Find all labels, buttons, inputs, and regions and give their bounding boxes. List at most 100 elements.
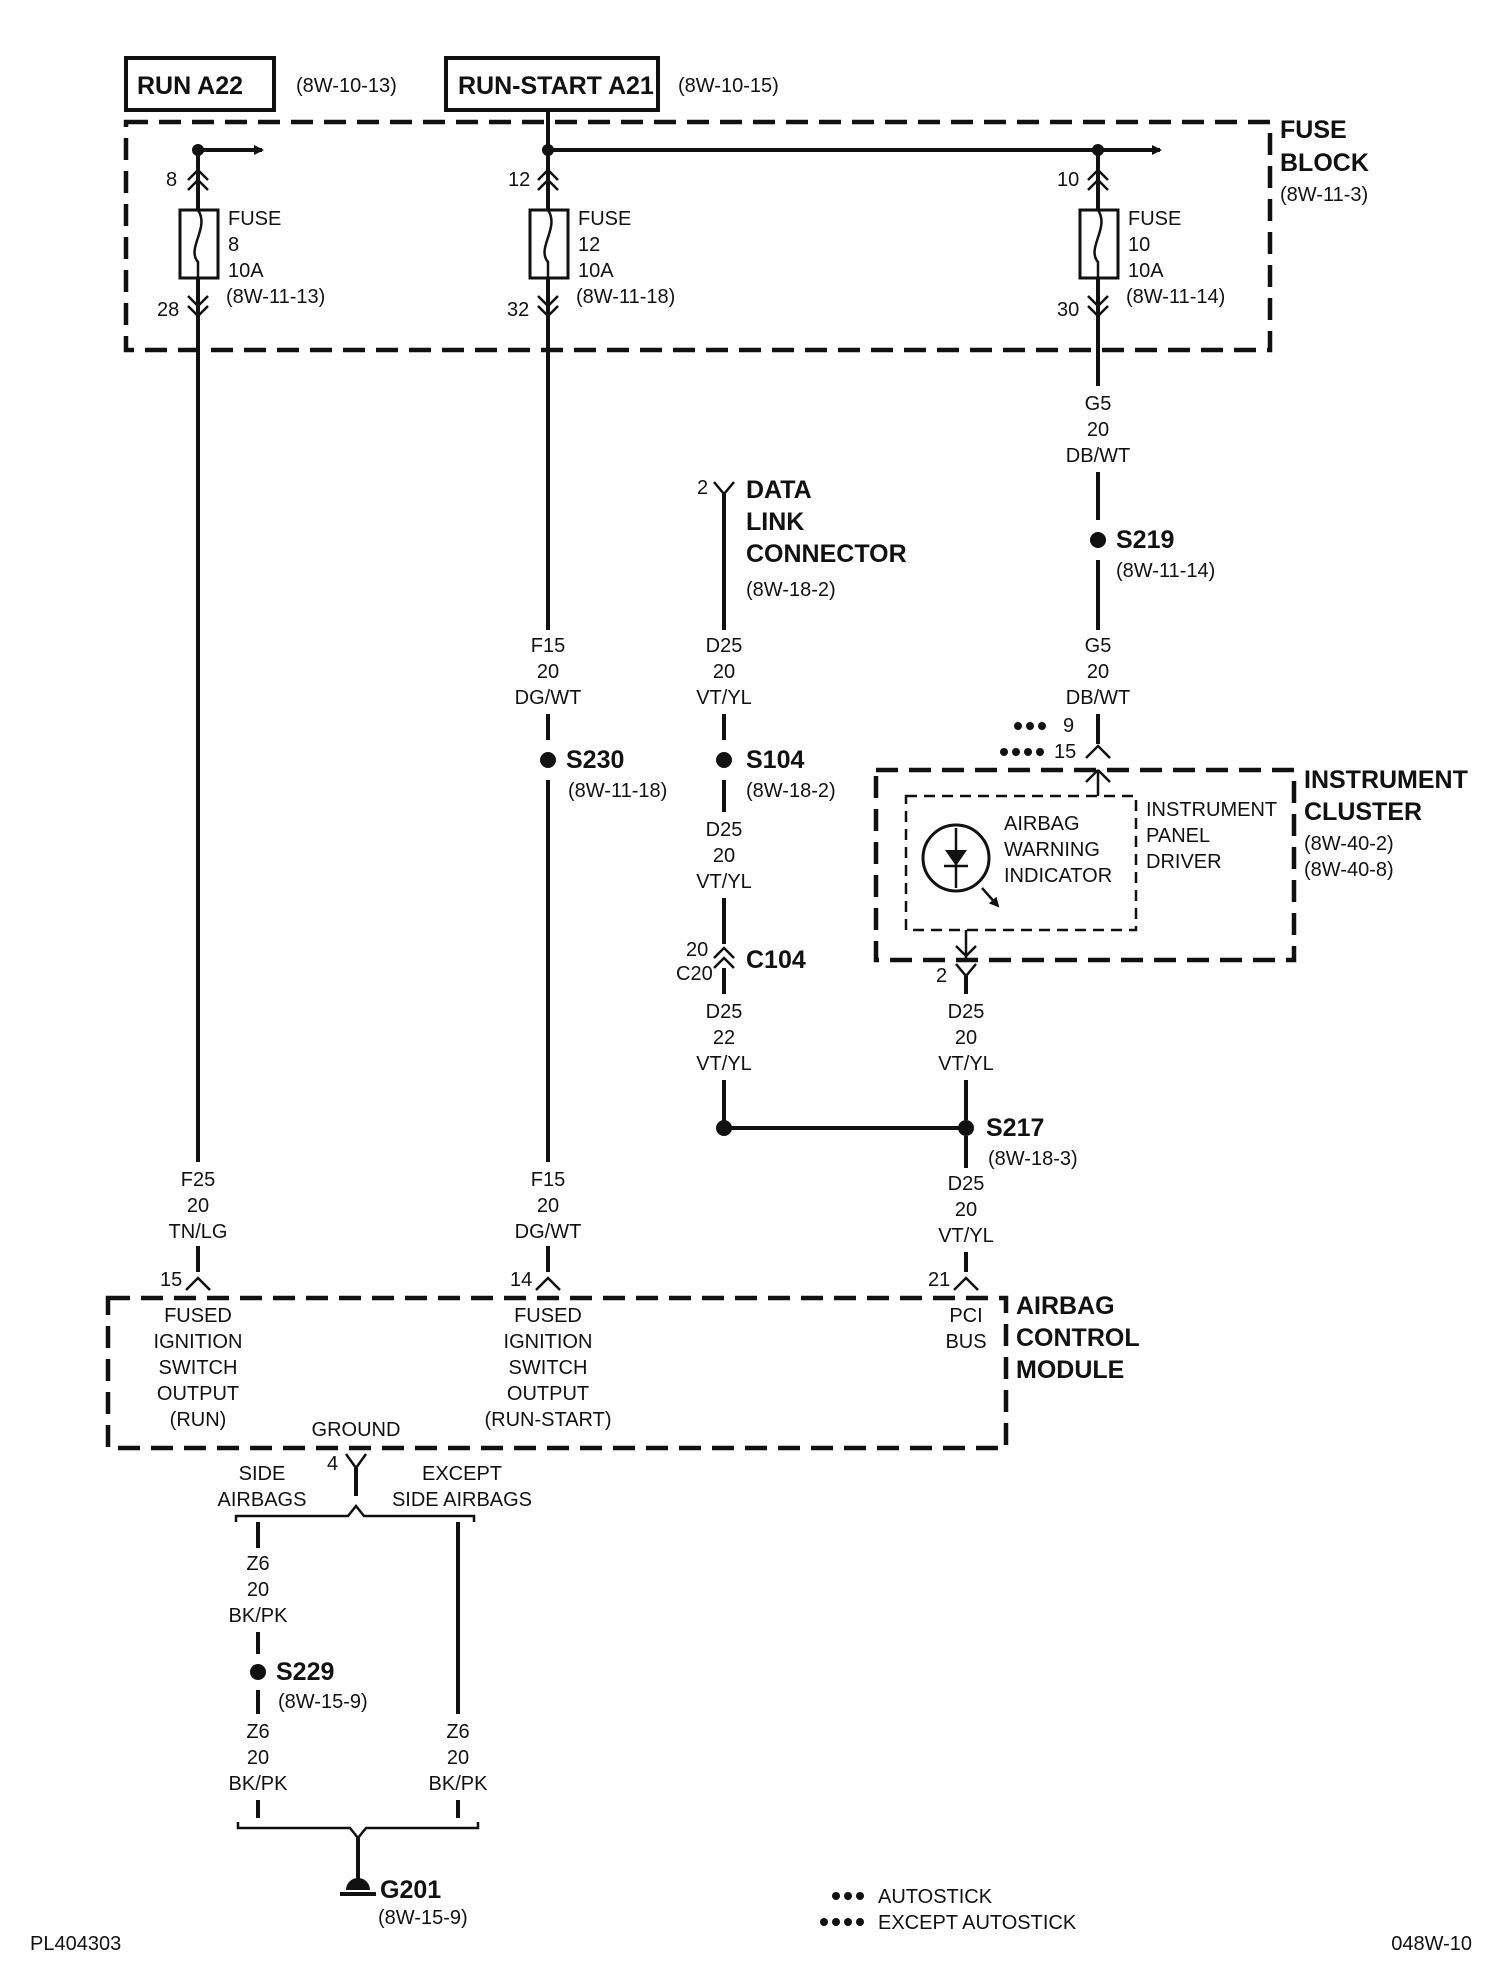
fuse-8-ref: (8W-11-13) [226, 286, 325, 308]
splice-s229-dot [250, 1664, 266, 1680]
svg-text:G5: G5 [1085, 393, 1112, 415]
acm-ground-label: GROUND [312, 1419, 401, 1441]
wire-label-d25-b: D25 20 VT/YL [696, 819, 752, 893]
cluster-pin-9: 9 [1063, 715, 1074, 737]
fuse-12: 12 32 FUSE 12 10A (8W-11-18) [507, 150, 675, 321]
fuse-10-in-pin: 10 [1057, 169, 1079, 191]
wire-label-d25-a: D25 20 VT/YL [696, 635, 752, 709]
acm-pin-4: 4 [327, 1453, 338, 1475]
svg-text:20: 20 [187, 1195, 209, 1217]
svg-text:Z6: Z6 [446, 1721, 469, 1743]
svg-text:20: 20 [1087, 419, 1109, 441]
svg-text:F25: F25 [181, 1169, 215, 1191]
svg-text:SIDE AIRBAGS: SIDE AIRBAGS [392, 1489, 532, 1511]
fuse-block-ref: (8W-11-3) [1280, 184, 1368, 206]
svg-text:FUSED: FUSED [514, 1305, 582, 1327]
cluster-pin-labels: 9 15 [1000, 715, 1076, 763]
fuse-10: 10 30 FUSE 10 10A (8W-11-14) [1057, 150, 1225, 321]
wire-label-g5-bottom: G5 20 DB/WT [1066, 635, 1130, 709]
wire-label-f25: F25 20 TN/LG [168, 1164, 228, 1244]
dlc-pin: 2 [697, 477, 708, 499]
svg-text:DB/WT: DB/WT [1066, 687, 1130, 709]
svg-text:20: 20 [247, 1579, 269, 1601]
svg-text:SWITCH: SWITCH [509, 1357, 588, 1379]
legend: AUTOSTICK EXCEPT AUTOSTICK [820, 1886, 1077, 1934]
splice-s229-ref: (8W-15-9) [278, 1691, 368, 1713]
svg-text:VT/YL: VT/YL [938, 1225, 994, 1247]
splice-s230-name: S230 [566, 746, 624, 774]
cluster-title-1: INSTRUMENT [1304, 766, 1468, 794]
svg-text:D25: D25 [706, 635, 743, 657]
svg-text:20: 20 [537, 1195, 559, 1217]
footer-left-id: PL404303 [30, 1933, 121, 1955]
source-run-start-label: RUN-START A21 [458, 72, 654, 100]
dlc-title-2: LINK [746, 508, 804, 536]
source-run-a22: RUN A22 (8W-10-13) [124, 56, 397, 112]
c104-pin-a: 20 [686, 939, 708, 961]
acm-title-1: AIRBAG [1016, 1292, 1115, 1320]
fuse-8-label: FUSE [228, 208, 281, 230]
acm-title-2: CONTROL [1016, 1324, 1140, 1352]
svg-text:D25: D25 [706, 819, 743, 841]
option-side-airbags: SIDE AIRBAGS [218, 1463, 307, 1511]
svg-text:BK/PK: BK/PK [429, 1773, 489, 1795]
svg-text:DG/WT: DG/WT [515, 1221, 582, 1243]
splice-s229-name: S229 [276, 1658, 334, 1686]
wire-label-d25-e: D25 20 VT/YL [938, 1173, 994, 1247]
indicator-label-3: INDICATOR [1004, 865, 1112, 887]
svg-text:AIRBAGS: AIRBAGS [218, 1489, 307, 1511]
option-except-side-airbags: EXCEPT SIDE AIRBAGS [392, 1463, 532, 1511]
acm-run-start-label: FUSED IGNITION SWITCH OUTPUT (RUN-START) [484, 1305, 611, 1431]
svg-text:VT/YL: VT/YL [696, 871, 752, 893]
svg-text:20: 20 [955, 1027, 977, 1049]
ground-ref: (8W-15-9) [378, 1907, 468, 1929]
footer-right-id: 048W-10 [1391, 1933, 1472, 1955]
cluster-title-2: CLUSTER [1304, 798, 1422, 826]
svg-text:20: 20 [1087, 661, 1109, 683]
c104-name: C104 [746, 946, 806, 974]
wire-label-z6-a: Z6 20 BK/PK [229, 1553, 289, 1627]
svg-text:IGNITION: IGNITION [154, 1331, 243, 1353]
splice-s219-dot [1090, 532, 1106, 548]
fuse-12-out-pin: 32 [507, 299, 529, 321]
acm-pci-label: PCI BUS [945, 1305, 986, 1353]
wire-label-z6-b: Z6 20 BK/PK [229, 1721, 289, 1795]
splice-s230-ref: (8W-11-18) [568, 780, 667, 802]
svg-text:(RUN-START): (RUN-START) [484, 1409, 611, 1431]
svg-text:20: 20 [955, 1199, 977, 1221]
svg-text:Z6: Z6 [246, 1721, 269, 1743]
svg-text:D25: D25 [948, 1173, 985, 1195]
cluster-driver-3: DRIVER [1146, 851, 1222, 873]
ground-name: G201 [380, 1876, 441, 1904]
acm-pin-21: 21 [928, 1269, 950, 1291]
svg-text:VT/YL: VT/YL [696, 1053, 752, 1075]
fuse-8-out-pin: 28 [157, 299, 179, 321]
dlc-title-3: CONNECTOR [746, 540, 907, 568]
svg-text:20: 20 [713, 661, 735, 683]
wire-label-z6-c: Z6 20 BK/PK [429, 1721, 489, 1795]
fuse-8-rating: 10A [228, 260, 264, 282]
airbag-warning-lamp-icon [921, 823, 1000, 908]
ground-g201: G201 (8W-15-9) [340, 1876, 468, 1929]
svg-text:SIDE: SIDE [239, 1463, 286, 1485]
acm-run-label: FUSED IGNITION SWITCH OUTPUT (RUN) [154, 1305, 243, 1431]
cluster-pin-2: 2 [936, 965, 947, 987]
svg-text:VT/YL: VT/YL [696, 687, 752, 709]
wire-label-d25-c: D25 22 VT/YL [696, 1001, 752, 1075]
data-link-connector: 2 DATA LINK CONNECTOR (8W-18-2) [697, 476, 907, 630]
source-run-label: RUN A22 [137, 72, 243, 100]
dlc-title-1: DATA [746, 476, 812, 504]
indicator-label-1: AIRBAG [1004, 813, 1080, 835]
fuse-block: FUSE BLOCK (8W-11-3) [123, 116, 1369, 353]
fuse-12-label: FUSE [578, 208, 631, 230]
acm-title-3: MODULE [1016, 1356, 1124, 1384]
fuse-block-title-1: FUSE [1280, 116, 1347, 144]
svg-text:BK/PK: BK/PK [229, 1605, 289, 1627]
splice-s217-ref: (8W-18-3) [988, 1148, 1078, 1170]
svg-text:SWITCH: SWITCH [159, 1357, 238, 1379]
fuse-10-label: FUSE [1128, 208, 1181, 230]
svg-text:EXCEPT: EXCEPT [422, 1463, 502, 1485]
fuse-10-ref: (8W-11-14) [1126, 286, 1225, 308]
svg-text:DB/WT: DB/WT [1066, 445, 1130, 467]
